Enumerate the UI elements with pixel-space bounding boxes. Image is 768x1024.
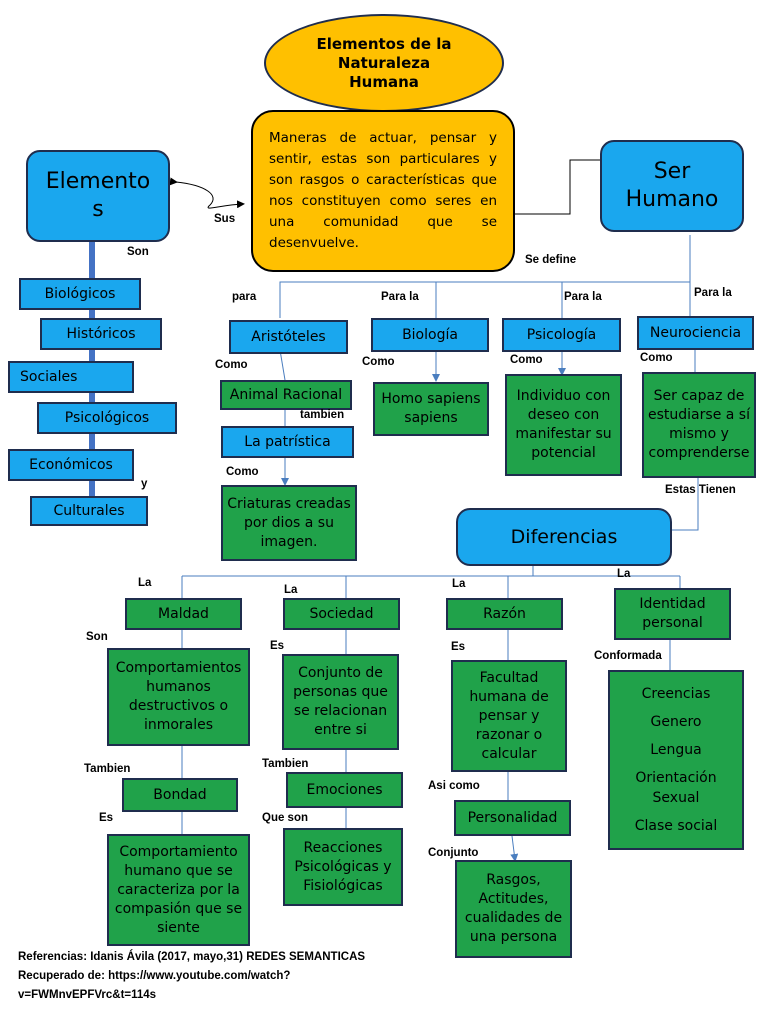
label-la-2: La <box>284 584 298 596</box>
label-se-define: Se define <box>525 254 577 266</box>
label-son-2: Son <box>86 631 108 643</box>
label-estas-tienen: Estas Tienen <box>665 484 736 496</box>
label-para-la-1: Para la <box>381 291 419 303</box>
animal-racional-box: Animal Racional <box>220 380 352 410</box>
label-para-la-2: Para la <box>564 291 602 303</box>
la-patristica-box: La patrística <box>221 426 354 458</box>
label-la-1: La <box>138 577 152 589</box>
razon-box: Razón <box>446 598 563 630</box>
title-text: Elementos de la Naturaleza Humana <box>316 34 452 91</box>
label-la-3: La <box>452 578 466 590</box>
bondad-box: Bondad <box>122 778 238 812</box>
label-tambien-2: Tambien <box>262 758 309 770</box>
label-asi-como: Asi como <box>428 780 480 792</box>
item-culturales: Culturales <box>30 496 148 526</box>
label-como-5: Como <box>226 466 259 478</box>
title-oval: Elementos de la Naturaleza Humana <box>264 14 504 112</box>
diferencias-box: Diferencias <box>456 508 672 566</box>
bondad-desc-box: Comportamiento humano que se caracteriza… <box>107 834 250 946</box>
biologia-box: Biología <box>371 318 489 352</box>
individuo-box: Individuo con deseo con manifestar su po… <box>505 374 622 476</box>
reference: Referencias: Idanis Ávila (2017, mayo,31… <box>18 948 365 1005</box>
emociones-desc-box: Reacciones Psicológicas y Fisiológicas <box>283 828 403 906</box>
item-sociales: Sociales <box>8 361 134 393</box>
reference-line-1: Referencias: Idanis Ávila (2017, mayo,31… <box>18 951 366 963</box>
item-historicos: Históricos <box>40 318 162 350</box>
label-y: y <box>141 478 148 490</box>
ser-humano-box: Ser Humano <box>600 140 744 232</box>
identidad-item: Orientación Sexual <box>635 770 717 806</box>
definition-box: Maneras de actuar, pensar y sentir, esta… <box>251 110 515 272</box>
label-es-3: Es <box>99 812 114 824</box>
label-tambien-1: Tambien <box>84 763 131 775</box>
identidad-item: Creencias <box>641 686 711 702</box>
identidad-item: Genero <box>650 714 702 730</box>
label-es-1: Es <box>270 640 285 652</box>
ser-capaz-box: Ser capaz de estudiarse a sí mismo y com… <box>642 372 756 478</box>
label-son: Son <box>127 246 149 258</box>
identidad-item: Clase social <box>634 818 718 834</box>
maldad-desc-box: Comportamientos humanos destructivos o i… <box>107 648 250 746</box>
neurociencia-box: Neurociencia <box>637 316 754 350</box>
homo-sapiens-box: Homo sapiens sapiens <box>373 382 489 436</box>
label-para-la-3: Para la <box>694 287 732 299</box>
item-biologicos: Biológicos <box>19 278 141 310</box>
label-que-son: Que son <box>262 812 309 824</box>
label-tambien-lower: tambien <box>300 409 345 421</box>
label-para: para <box>232 291 257 303</box>
definition-text: Maneras de actuar, pensar y sentir, esta… <box>269 130 497 251</box>
sociedad-box: Sociedad <box>283 598 400 630</box>
elementos-box: Elemento s <box>26 150 170 242</box>
label-como-2: Como <box>362 356 395 368</box>
label-la-4: La <box>617 568 631 580</box>
reference-line-2: Recuperado de: https://www.youtube.com/w… <box>18 970 291 982</box>
aristoteles-box: Aristóteles <box>229 320 348 354</box>
item-economicos: Económicos <box>8 449 134 481</box>
sociedad-desc-box: Conjunto de personas que se relacionan e… <box>282 654 399 750</box>
identidad-item: Lengua <box>650 742 702 758</box>
label-como-1: Como <box>215 359 248 371</box>
label-como-3: Como <box>510 354 543 366</box>
psicologia-box: Psicología <box>502 318 621 352</box>
razon-desc-box: Facultad humana de pensar y razonar o ca… <box>451 660 567 772</box>
ser-humano-text: Ser Humano <box>625 159 719 212</box>
label-es-2: Es <box>451 641 466 653</box>
item-psicologicos: Psicológicos <box>37 402 177 434</box>
reference-line-3: v=FWMnvEPFVrc&t=114s <box>18 989 157 1001</box>
elementos-title: Elemento s <box>45 169 151 222</box>
emociones-box: Emociones <box>286 772 403 808</box>
label-conjunto: Conjunto <box>428 847 479 859</box>
label-sus: Sus <box>214 213 236 225</box>
criaturas-box: Criaturas creadas por dios a su imagen. <box>221 485 357 561</box>
identidad-box: Identidad personal <box>614 588 731 640</box>
personalidad-box: Personalidad <box>454 800 571 836</box>
maldad-box: Maldad <box>125 598 242 630</box>
label-como-4: Como <box>640 352 673 364</box>
identidad-items-box: Creencias Genero Lengua Orientación Sexu… <box>608 670 744 850</box>
personalidad-desc-box: Rasgos, Actitudes, cualidades de una per… <box>455 860 572 958</box>
label-conformada: Conformada <box>594 650 662 662</box>
